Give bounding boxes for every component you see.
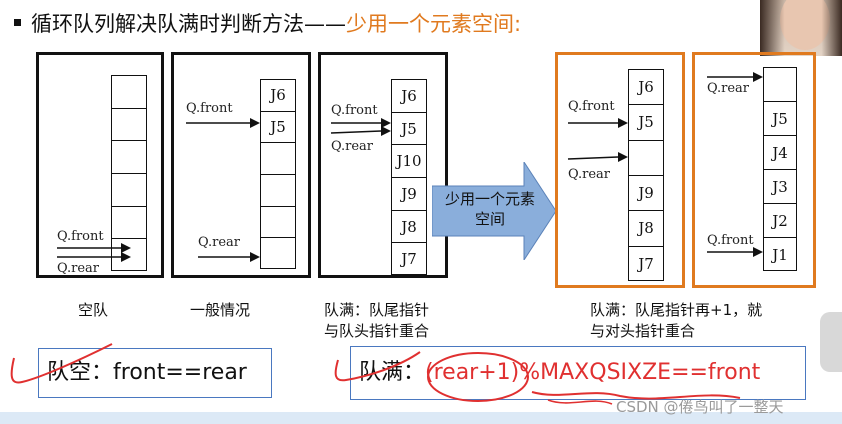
- queue-cell: J7: [638, 254, 654, 273]
- queue-cell: J8: [629, 211, 663, 247]
- full-c-arrows: [707, 72, 763, 257]
- queue-cell: J2: [764, 204, 796, 238]
- queue-cell: [112, 109, 146, 142]
- full-a-arrows: [330, 118, 391, 136]
- transition-arrow-label: 少用一个元素空间: [444, 190, 535, 228]
- queue-cell: J6: [392, 80, 426, 113]
- label-rear: Q.rear: [568, 167, 611, 182]
- empty-arrows: [57, 243, 131, 262]
- red-annotations: [10, 343, 741, 405]
- queue-cell: J5: [392, 113, 426, 146]
- webcam-overlay: [760, 0, 842, 56]
- label-rear: Q.rear: [331, 139, 374, 154]
- side-panel-tab[interactable]: [820, 312, 842, 372]
- formula-empty: 队空：front==rear: [38, 348, 272, 398]
- queue-cell: J9: [392, 178, 426, 211]
- queue-cell: [629, 141, 663, 176]
- title-highlight: 少用一个元素空间:: [346, 12, 522, 36]
- title-main: 循环队列解决队满时判断方法——: [31, 12, 346, 36]
- queue-cell: [112, 174, 146, 207]
- queue-cell: J6: [261, 80, 295, 112]
- caption-empty: 空队: [78, 301, 109, 319]
- queue-cell: J1: [772, 246, 788, 264]
- slide-title: 循环队列解决队满时判断方法——少用一个元素空间:: [14, 8, 521, 38]
- caption-normal: 一般情况: [190, 301, 251, 319]
- queue-cell: [261, 143, 295, 175]
- queue-cell: [764, 68, 796, 102]
- queue-cell: J5: [261, 112, 295, 144]
- label-rear: Q.rear: [57, 261, 100, 276]
- transition-arrow: [432, 162, 557, 260]
- formula-full: 队满：(rear+1)%MAXQSIXZE==front: [350, 346, 806, 400]
- bottom-band: [0, 412, 842, 424]
- queue-cell: J4: [764, 136, 796, 170]
- label-front: Q.front: [186, 101, 233, 116]
- queue-cell: J5: [764, 102, 796, 136]
- label-front: Q.front: [57, 229, 104, 244]
- queue-cell: [261, 207, 295, 239]
- bullet-icon: [14, 18, 21, 26]
- queue-empty: [111, 75, 147, 271]
- normal-arrows: [186, 118, 260, 262]
- caption-full-b: 队满：队尾指针再+1，就 与对头指针重合: [590, 301, 763, 340]
- queue-cell: J10: [392, 145, 426, 178]
- full-b-arrows: [567, 118, 628, 162]
- queue-cell: [112, 141, 146, 174]
- panel-empty-queue: Q.front Q.rear: [36, 52, 164, 278]
- queue-cell: [112, 207, 146, 240]
- label-rear: Q.rear: [198, 235, 241, 250]
- queue-cell: [261, 175, 295, 207]
- queue-cell: J9: [629, 176, 663, 212]
- queue-cell: J3: [764, 170, 796, 204]
- queue-cell: [112, 76, 146, 109]
- csdn-watermark: CSDN @倦鸟叫了一整天: [616, 398, 784, 416]
- label-front: Q.front: [568, 99, 615, 114]
- queue-cell: J5: [629, 105, 663, 141]
- label-front: Q.front: [707, 233, 754, 248]
- queue-cell: J7: [401, 250, 417, 269]
- queue-cell: J8: [392, 211, 426, 244]
- label-front: Q.front: [331, 103, 378, 118]
- caption-full-a: 队满：队尾指针 与队头指针重合: [324, 301, 430, 340]
- queue-cell: J6: [629, 70, 663, 106]
- label-rear: Q.rear: [707, 81, 750, 96]
